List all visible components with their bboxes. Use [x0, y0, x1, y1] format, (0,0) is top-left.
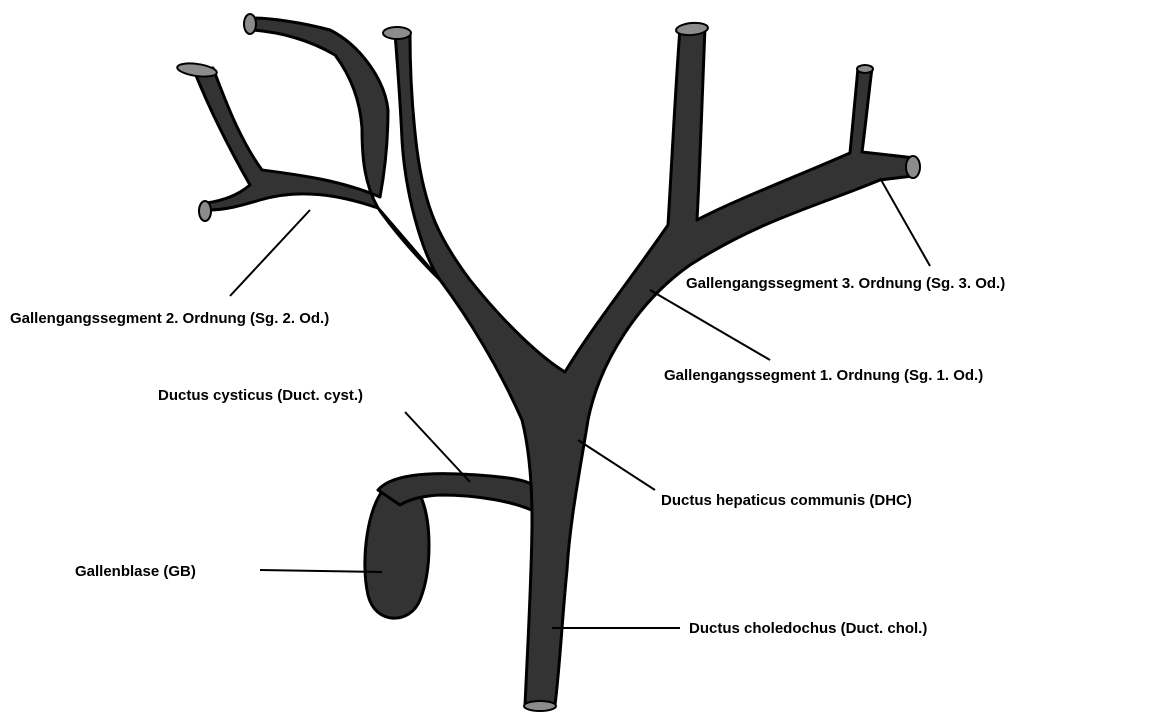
cut-end-left-side	[199, 201, 211, 221]
leader-ductus-hepaticus	[578, 440, 655, 490]
cut-end-far-right-top	[857, 65, 873, 73]
leader-segment-order-3	[880, 178, 930, 266]
cut-end-top-mid	[383, 27, 411, 39]
label-segment-order-1: Gallengangssegment 1. Ordnung (Sg. 1. Od…	[664, 367, 983, 385]
label-ductus-hepaticus-communis: Ductus hepaticus communis (DHC)	[661, 492, 912, 510]
cut-end-far-right	[906, 156, 920, 178]
leader-segment-order-2	[230, 210, 310, 296]
label-gallenblase: Gallenblase (GB)	[75, 563, 196, 581]
cut-end-top-left	[176, 61, 217, 78]
leader-segment-order-1	[650, 290, 770, 360]
cut-end-bottom	[524, 701, 556, 711]
gallbladder-shape	[365, 488, 429, 618]
label-segment-order-3: Gallengangssegment 3. Ordnung (Sg. 3. Od…	[686, 275, 1005, 293]
duct-shapes	[195, 18, 915, 705]
leader-ductus-cysticus	[405, 412, 470, 482]
label-ductus-cysticus: Ductus cysticus (Duct. cyst.)	[158, 387, 363, 405]
label-ductus-choledochus: Ductus choledochus (Duct. chol.)	[689, 620, 927, 638]
cut-end-top-mid-left	[244, 14, 256, 34]
label-segment-order-2: Gallengangssegment 2. Ordnung (Sg. 2. Od…	[10, 310, 329, 328]
